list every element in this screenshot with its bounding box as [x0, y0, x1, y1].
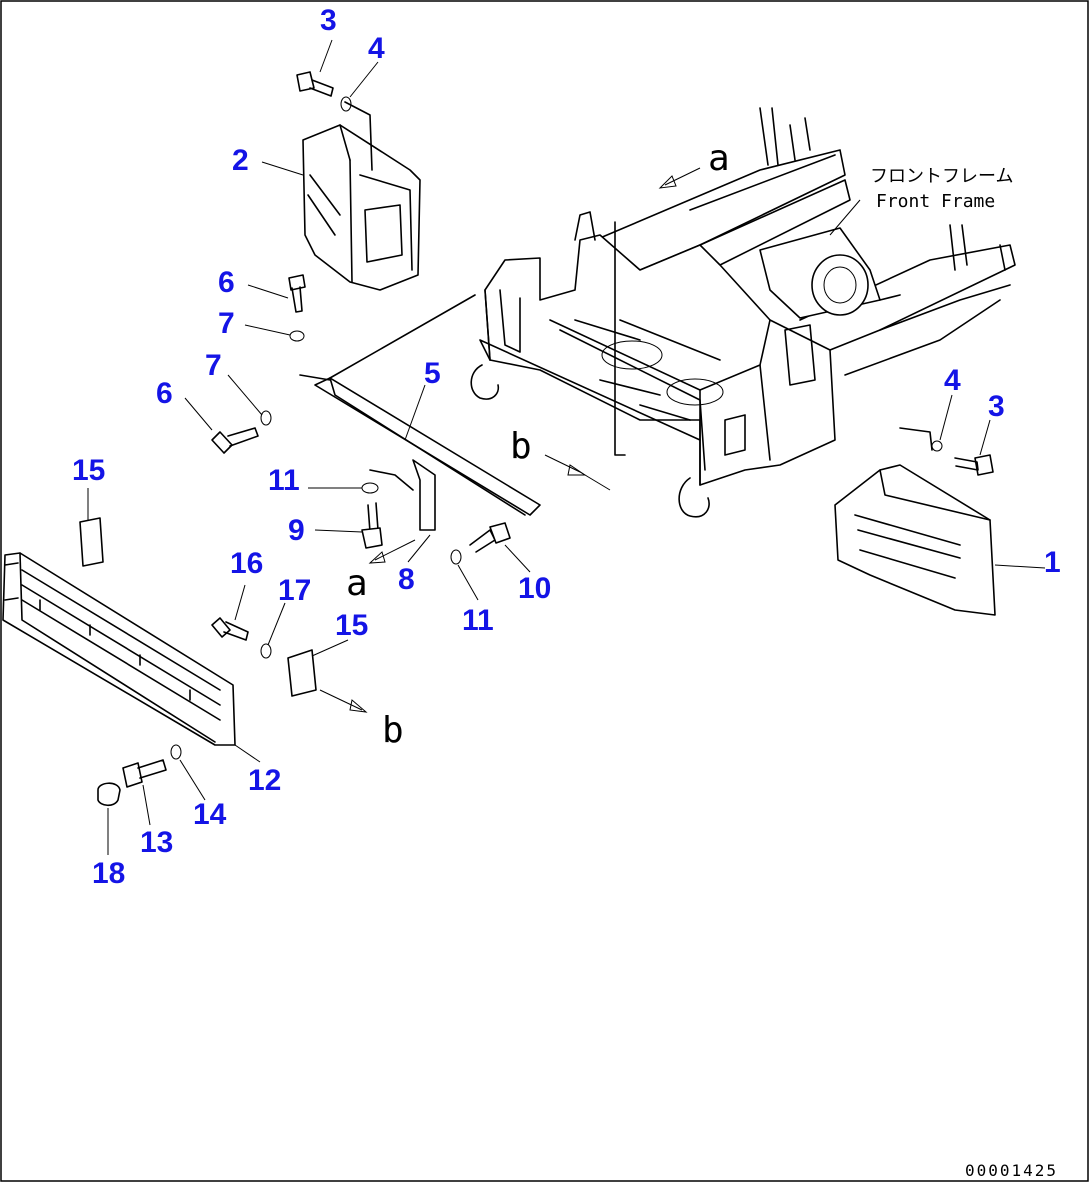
callout-9: 9 — [288, 514, 305, 547]
part-1-cover — [834, 427, 996, 616]
callout-2: 2 — [232, 144, 249, 177]
callout-6-top: 6 — [218, 266, 235, 299]
callout-7-left: 7 — [205, 349, 222, 382]
callout-5: 5 — [424, 357, 441, 390]
drawing-code: 00001425 — [965, 1161, 1058, 1180]
ref-a-top: a — [708, 138, 730, 179]
hardware — [79, 71, 994, 807]
callout-7-top: 7 — [218, 307, 235, 340]
callout-13: 13 — [140, 826, 173, 859]
ref-a-bracket: a — [346, 563, 368, 604]
callout-17: 17 — [278, 574, 311, 607]
callout-1: 1 — [1044, 546, 1061, 579]
callout-11-top: 11 — [268, 464, 300, 497]
callout-15-right: 15 — [335, 609, 368, 642]
part-5-bar — [299, 294, 541, 516]
frame-assembly — [470, 107, 1016, 518]
callout-3-top: 3 — [320, 4, 337, 37]
callout-4-top: 4 — [368, 32, 385, 65]
callout-16: 16 — [230, 547, 263, 580]
callout-18: 18 — [92, 857, 125, 890]
front-frame-note-en: Front Frame — [876, 191, 995, 212]
callout-14: 14 — [193, 798, 227, 831]
reference-labels: a b a b フロントフレーム Front Frame 00001425 — [346, 138, 1058, 1180]
callout-15-left: 15 — [72, 454, 105, 487]
front-frame-note-jp: フロントフレーム — [870, 166, 1013, 187]
callout-6-left: 6 — [156, 377, 173, 410]
ref-b-grille: b — [382, 710, 404, 751]
callout-labels: 1 2 3 3 4 4 5 6 6 7 7 8 9 10 11 11 12 13… — [72, 4, 1061, 890]
callout-12: 12 — [248, 764, 281, 797]
callout-11-bottom: 11 — [462, 604, 494, 637]
callout-3-right: 3 — [988, 390, 1005, 423]
ref-b-frame: b — [510, 426, 532, 467]
callout-4-right: 4 — [944, 364, 961, 397]
leader-lines — [87, 39, 1046, 855]
part-12-grille — [2, 552, 236, 746]
callout-10: 10 — [518, 572, 551, 605]
part-2-cover — [302, 101, 421, 291]
callout-8: 8 — [398, 563, 415, 596]
